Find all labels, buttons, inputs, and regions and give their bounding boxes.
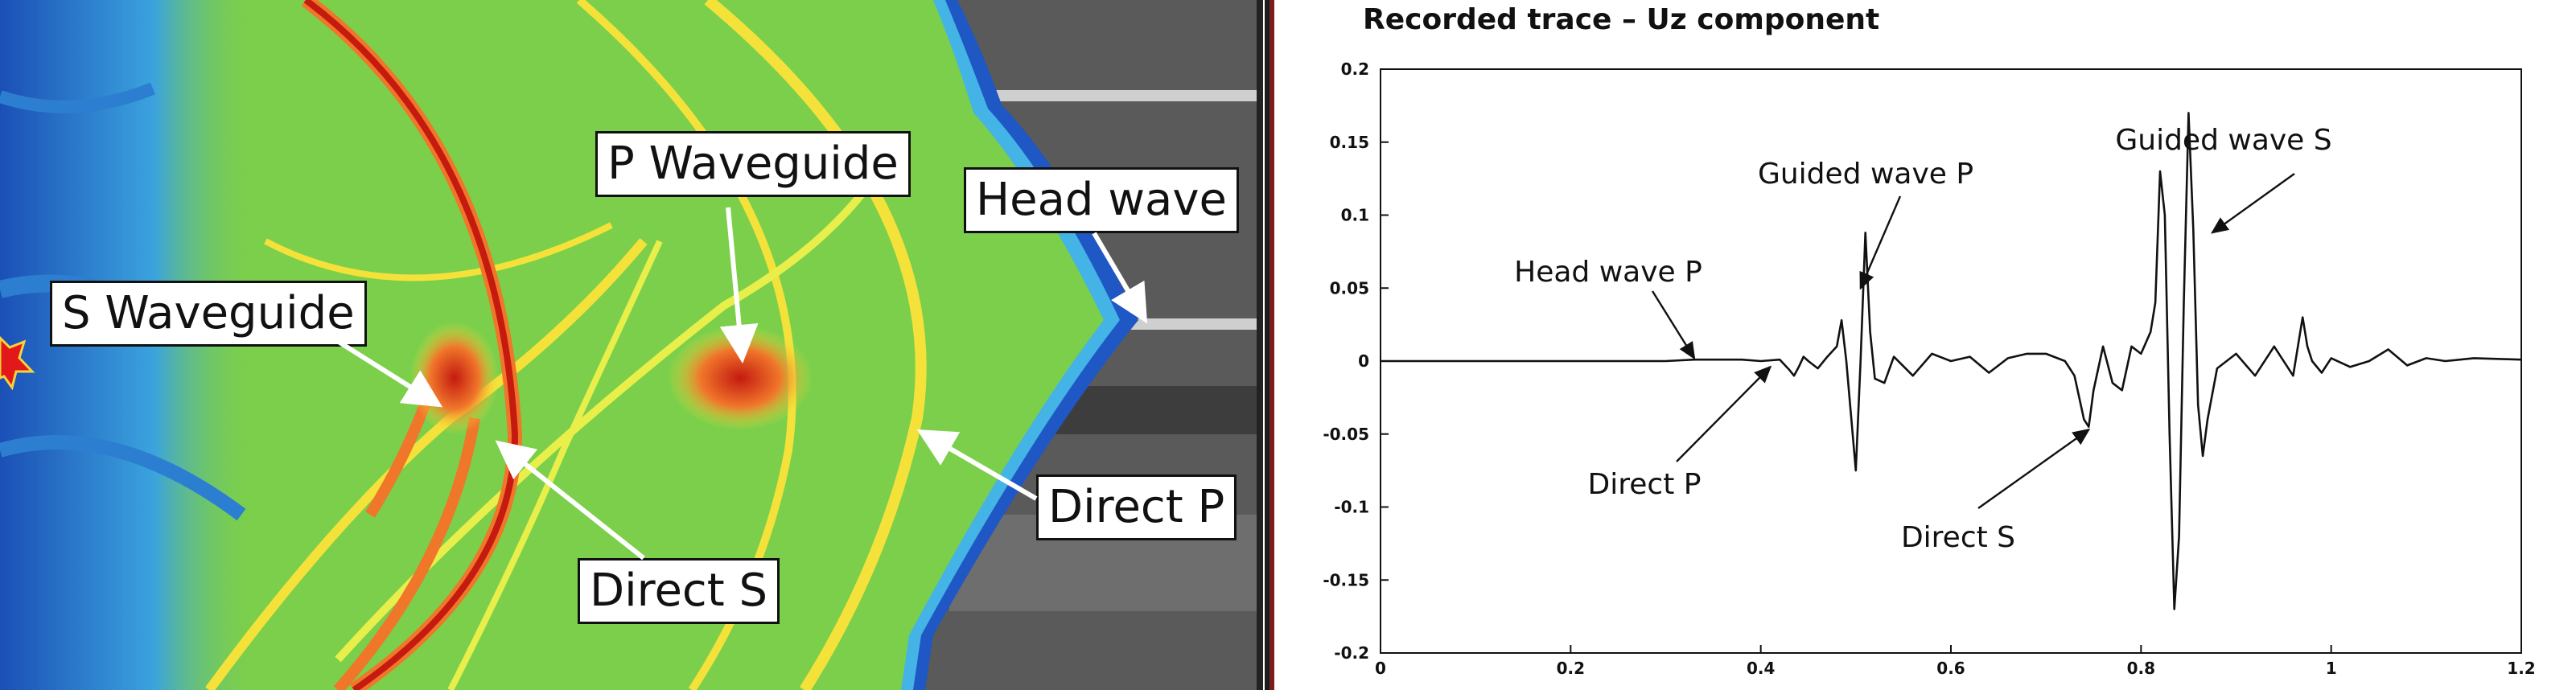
panel-divider xyxy=(1265,0,1269,690)
y-tick-label: -0.05 xyxy=(1323,425,1369,444)
x-tick-label: 0.2 xyxy=(1557,659,1585,678)
annotation-arrow xyxy=(1859,195,1902,290)
trace-chart: 0 0.2 0.4 0.6 0.8 1 1.2 0.2 0.15 0.1 0.05 0 -0.05 -0.… xyxy=(1323,60,2535,678)
cold-streak-2 xyxy=(0,435,246,521)
x-tick-label: 1.2 xyxy=(2507,659,2535,678)
arc-6 xyxy=(264,222,613,281)
annotation-label: Direct S xyxy=(1901,521,2015,554)
arc-5 xyxy=(447,240,663,692)
x-tick-label: 0.4 xyxy=(1747,659,1775,678)
simulation-panel: P Waveguide Head wave S Waveguide Direct… xyxy=(0,0,1263,694)
y-tick-label: 0.15 xyxy=(1330,133,1369,152)
annotation-layer: Guided wave S Guided wave P Head wave P Dir… xyxy=(1514,124,2331,554)
x-tick-label: 0.6 xyxy=(1936,659,1965,678)
head-wave-arrow xyxy=(1092,232,1148,324)
tick-layer: 0 0.2 0.4 0.6 0.8 1 1.2 0.2 0.15 0.1 0.05 0 -0.05 -0.… xyxy=(1323,60,2535,678)
y-tick-label: 0 xyxy=(1358,351,1369,371)
label-arrows xyxy=(324,207,1148,561)
p-waveguide-hotspot xyxy=(668,326,813,430)
annotation-arrow xyxy=(1676,365,1772,462)
chart-title: Recorded trace – Uz component xyxy=(1363,3,1880,36)
head-wave-label: Head wave xyxy=(964,167,1239,233)
direct-s-label: Direct S xyxy=(578,558,780,624)
direct-p-arc xyxy=(704,0,927,693)
y-tick-label: 0.1 xyxy=(1341,206,1369,225)
direct-s-arc-core xyxy=(303,0,519,693)
direct-s-arrow xyxy=(495,440,645,561)
s-waveguide-arrow xyxy=(324,331,443,408)
annotation-arrow xyxy=(1651,290,1696,360)
x-tick-label: 0 xyxy=(1375,659,1386,678)
waveguide-line-top xyxy=(957,90,1263,101)
direct-p-label: Direct P xyxy=(1036,474,1237,540)
cold-streak-3 xyxy=(0,82,155,113)
annotation-label: Guided wave S xyxy=(2115,124,2331,157)
trace-line xyxy=(1381,112,2522,610)
y-tick-label: -0.2 xyxy=(1334,643,1369,663)
p-waveguide-arrow xyxy=(719,207,759,363)
annotation-label: Head wave P xyxy=(1514,256,1702,289)
y-tick-label: 0.2 xyxy=(1341,60,1369,79)
trace-chart-panel: Recorded trace – Uz component 0 0.2 0.4 0.6… xyxy=(1274,0,2576,690)
waveguide-line-mid xyxy=(1126,318,1263,330)
rock-border-right xyxy=(1257,0,1263,690)
panel-divider-accent xyxy=(1269,0,1274,690)
y-tick-label: -0.1 xyxy=(1334,498,1369,517)
x-tick-label: 0.8 xyxy=(2127,659,2155,678)
annotation-label: Guided wave P xyxy=(1758,158,1973,191)
annotation-label: Direct P xyxy=(1588,468,1702,501)
source-star-icon xyxy=(0,335,35,391)
x-tick-label: 1 xyxy=(2326,659,2337,678)
s-waveguide-label: S Waveguide xyxy=(50,281,367,347)
lower-s-arc xyxy=(333,417,480,694)
direct-p-arrow xyxy=(916,429,1038,501)
annotation-arrow xyxy=(2211,173,2295,234)
annotation-arrow xyxy=(1977,428,2091,509)
p-waveguide-label: P Waveguide xyxy=(595,131,911,197)
y-tick-label: -0.15 xyxy=(1323,570,1369,589)
y-tick-label: 0.05 xyxy=(1330,278,1369,298)
series-layer xyxy=(1381,112,2522,610)
